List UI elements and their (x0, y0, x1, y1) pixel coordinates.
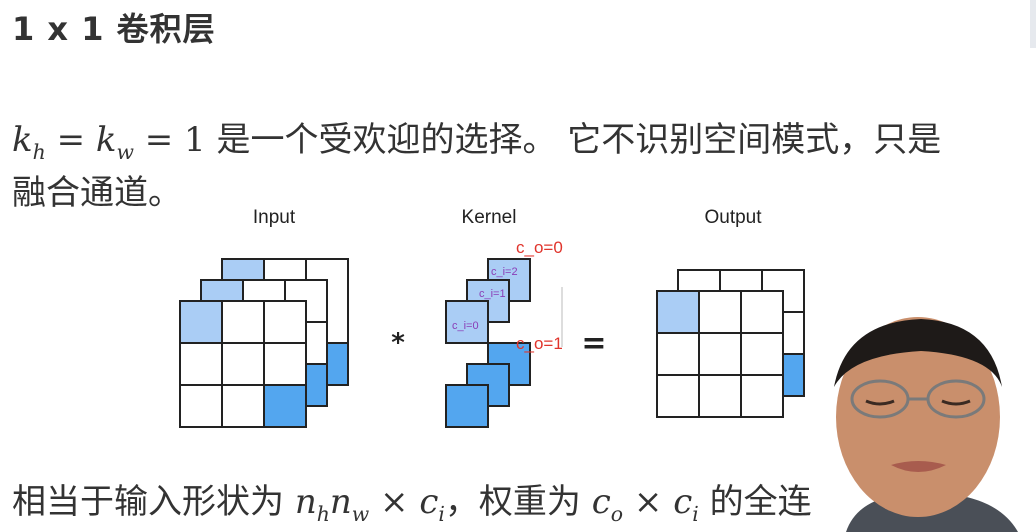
text-line-bottom: 相当于输入形状为 nhnw × ci，权重为 co × ci 的全连 (12, 474, 812, 526)
annotation-c-i-1: c_i=1 (479, 288, 506, 300)
input-tensor (180, 259, 348, 427)
slide-title: 1 x 1 卷积层 (12, 4, 216, 50)
input-channel-front (180, 301, 306, 427)
math-co-ci: co × ci (592, 482, 699, 522)
output-channel-front (657, 291, 783, 417)
equals-operator: = (581, 326, 606, 361)
output-tensor (657, 270, 804, 417)
math-nh-nw-ci: nhnw × ci (295, 482, 445, 522)
annotation-c-o-1: c_o=1 (516, 334, 563, 353)
line1-text: 是一个受欢迎的选择。 它不识别空间模式，只是 (206, 120, 942, 160)
window-edge (1030, 0, 1036, 48)
annotation-c-i-0: c_i=0 (452, 320, 479, 332)
kernel-label: Kernel (462, 207, 517, 228)
annotation-c-i-2: c_i=2 (491, 266, 518, 278)
conv-operator: * (391, 328, 405, 358)
input-label: Input (253, 207, 296, 228)
annotation-c-o-0: c_o=0 (516, 238, 563, 257)
presenter-video-overlay (786, 307, 1036, 532)
output-label: Output (704, 207, 762, 228)
kernel-output-channel-1 (446, 343, 530, 427)
text-line-1: kh = kw = 1 是一个受欢迎的选择。 它不识别空间模式，只是 (12, 112, 941, 164)
math-kh-kw: kh = kw = 1 (12, 120, 206, 160)
conv-1x1-diagram: Input Kernel Output (0, 195, 830, 455)
